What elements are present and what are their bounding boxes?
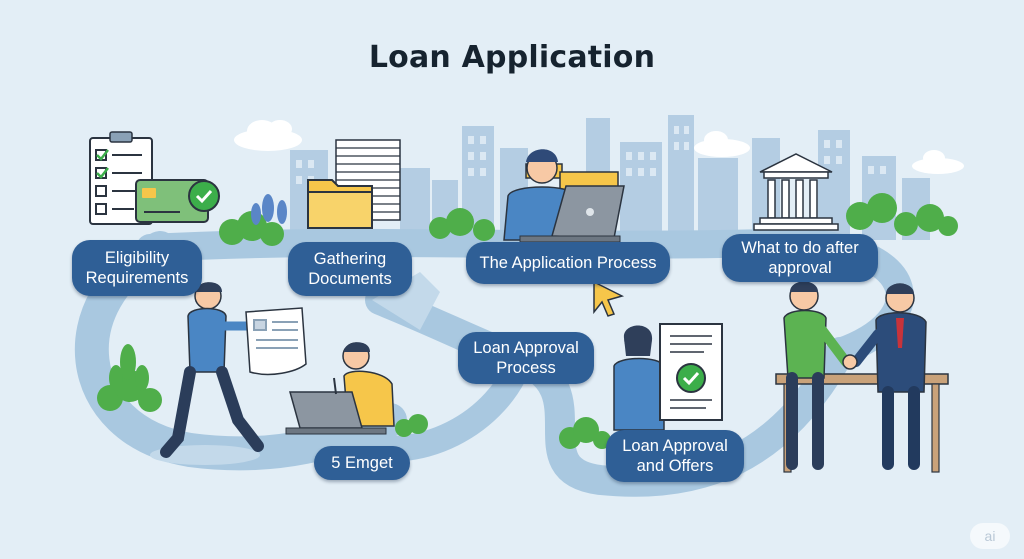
step-approval-process-line1: Loan Approval — [473, 339, 579, 357]
step-approval-offers-line1: Loan Approval — [622, 437, 728, 455]
held-document — [245, 307, 307, 376]
person-writing — [285, 342, 395, 435]
step-application-line1: The Application Process — [479, 254, 657, 272]
step-what-to-do-after-approval: What to do after approval — [722, 234, 878, 282]
ai-badge: ai — [970, 523, 1010, 549]
person-laptop-top — [503, 149, 625, 243]
person-suit — [851, 283, 927, 470]
cursor-icon — [593, 280, 625, 317]
page-title: Loan Application — [368, 40, 656, 75]
step-eligibility-line2: Requirements — [85, 269, 189, 287]
step-loan-approval-process: Loan Approval Process — [458, 332, 594, 384]
step-emget-line1: 5 Emget — [331, 454, 393, 472]
clouds — [234, 120, 964, 174]
path-arrow — [372, 272, 440, 330]
step-approval-process-line2: Process — [496, 359, 556, 377]
step-after-line1: What to do after — [741, 239, 859, 257]
step-approval-offers-line2: and Offers — [636, 457, 714, 475]
step-gathering-documents: Gathering Documents — [288, 242, 412, 296]
step-after-line2: approval — [768, 259, 832, 277]
step-emget: 5 Emget — [314, 446, 410, 480]
person-approval — [613, 325, 665, 431]
handshake-icon — [842, 354, 858, 370]
step-documents-line2: Documents — [308, 270, 392, 288]
step-eligibility-requirements: Eligibility Requirements — [72, 240, 202, 296]
bushes — [97, 193, 958, 449]
step-eligibility-line1: Eligibility — [104, 249, 170, 267]
step-application-process: The Application Process — [466, 242, 670, 284]
bank-building-icon — [753, 153, 839, 231]
credit-card-icon — [135, 179, 220, 223]
skyline-windows — [296, 126, 886, 184]
step-documents-line1: Gathering — [313, 250, 387, 268]
person-green — [783, 281, 851, 470]
step-loan-approval-offers: Loan Approval and Offers — [606, 430, 744, 482]
approved-document-icon — [659, 323, 723, 421]
blue-plant — [251, 194, 287, 225]
folder-icon — [307, 179, 373, 229]
person-walking — [150, 282, 264, 465]
plant-tall — [109, 344, 149, 391]
